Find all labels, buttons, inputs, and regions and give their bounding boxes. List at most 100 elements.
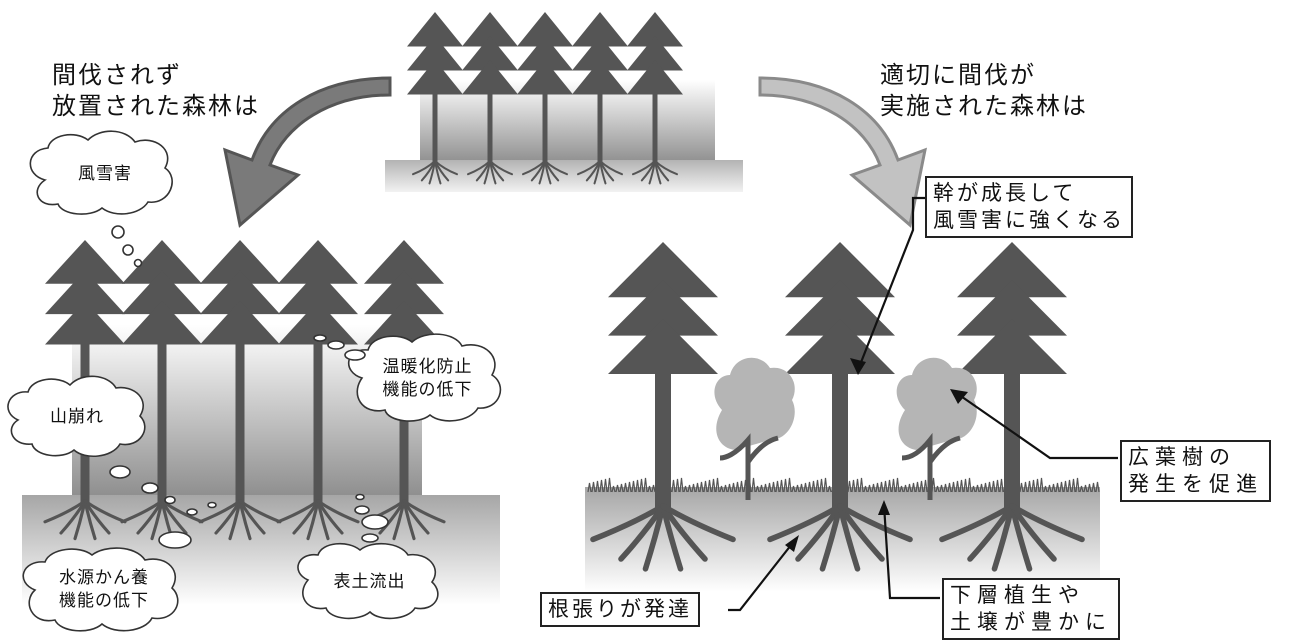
left-trees: [43, 240, 446, 541]
callout-roots: 根張りが発達: [540, 592, 700, 627]
top-trees: [407, 12, 683, 185]
root: [83, 499, 127, 524]
trunk: [487, 27, 493, 165]
root: [599, 160, 623, 176]
root: [837, 503, 913, 543]
root: [544, 160, 568, 176]
callout-trunk: 幹が成長して 風雪害に強くなる: [925, 176, 1133, 238]
arrowhead-icon: [850, 358, 866, 375]
conifer-tree-icon: [517, 12, 573, 185]
cloud-label-topsoil: 表土流出: [312, 571, 427, 594]
crown: [200, 270, 280, 315]
left-arrow-icon: [223, 76, 392, 228]
crown: [45, 240, 125, 284]
conifer-tree-icon: [276, 240, 360, 541]
crown: [517, 12, 573, 47]
roots: [198, 499, 282, 541]
root: [489, 160, 513, 176]
callout-line: 発生を促進: [1128, 472, 1263, 496]
cloud-line: 水源かん養: [59, 568, 149, 588]
trunk: [542, 27, 548, 165]
cloud-landslide: [7, 375, 146, 457]
cloud-line: 温暖化防止: [382, 357, 473, 377]
conifer-tree-icon: [462, 12, 518, 185]
trunk: [652, 27, 658, 165]
crown: [627, 36, 683, 71]
cloud-line: 機能の低下: [59, 591, 149, 611]
right-trees: [590, 242, 1085, 572]
roots: [939, 503, 1085, 572]
callout-line: 広葉樹の: [1128, 445, 1236, 469]
crown: [407, 36, 463, 71]
crown: [45, 300, 125, 345]
right-forest: [585, 242, 1100, 592]
callout-line: 風雪害に強くなる: [933, 208, 1125, 232]
cloud-topsoil: [297, 542, 439, 620]
heading-line: 放置された森林は: [52, 92, 260, 120]
cloud-label-wind-snow: 風雪害: [50, 163, 160, 186]
cloud-line: 機能の低下: [382, 380, 473, 400]
root: [434, 160, 458, 176]
cloud-label-landslide: 山崩れ: [22, 406, 132, 429]
crown: [572, 36, 628, 71]
crown: [608, 280, 718, 336]
root: [660, 503, 736, 543]
crown: [278, 270, 358, 315]
heading-left: 間伐されず 放置された森林は: [52, 60, 260, 122]
arrowhead-icon: [950, 389, 968, 404]
crown: [364, 270, 444, 315]
crown: [785, 318, 895, 374]
crown: [627, 60, 683, 95]
crown: [572, 60, 628, 95]
callout-line: 幹が成長して: [933, 181, 1077, 205]
crown: [957, 318, 1067, 374]
callout-line: 下層植生や: [950, 583, 1085, 607]
heading-line: 適切に間伐が: [880, 61, 1036, 89]
roots: [522, 160, 568, 185]
conifer-tree-icon: [767, 242, 913, 572]
right-arrow-icon: [758, 76, 927, 228]
crown: [957, 280, 1067, 336]
crown: [122, 270, 202, 315]
broadleaf-tree: [896, 357, 977, 500]
trunk: [157, 259, 167, 505]
crown: [517, 36, 573, 71]
cloud-line: 風雪害: [78, 164, 132, 184]
crown: [407, 12, 463, 47]
crown: [462, 36, 518, 71]
conifer-tree-icon: [627, 12, 683, 185]
crown: [200, 240, 280, 284]
crown: [278, 240, 358, 284]
top-forest: [385, 12, 743, 192]
crown: [517, 60, 573, 95]
crown: [957, 242, 1067, 298]
trunk: [313, 259, 323, 505]
conifer-tree-icon: [407, 12, 463, 185]
crown: [364, 300, 444, 345]
conifer-tree-icon: [590, 242, 736, 572]
root: [316, 499, 360, 524]
root: [238, 499, 282, 524]
crown: [407, 60, 463, 95]
roots: [767, 503, 913, 572]
cloud-line: 山崩れ: [50, 407, 104, 427]
crown: [572, 12, 628, 47]
cloud-warming: [347, 333, 502, 422]
leader-understory: [882, 504, 940, 600]
crown: [462, 12, 518, 47]
cloud-line: 表土流出: [333, 572, 406, 592]
crown: [364, 240, 444, 284]
cloud-label-warming: 温暖化防止 機能の低下: [365, 356, 490, 402]
leader-roots: [728, 539, 796, 612]
crown: [608, 242, 718, 298]
root: [402, 499, 446, 524]
callout-understory: 下層植生や 土壌が豊かに: [942, 578, 1120, 640]
cloud-wind-snow: [29, 130, 173, 215]
callout-line: 土壌が豊かに: [950, 610, 1112, 634]
leader-trunk: [856, 196, 925, 371]
trunk: [597, 27, 603, 165]
callout-line: 根張りが発達: [548, 597, 692, 621]
crown: [785, 280, 895, 336]
